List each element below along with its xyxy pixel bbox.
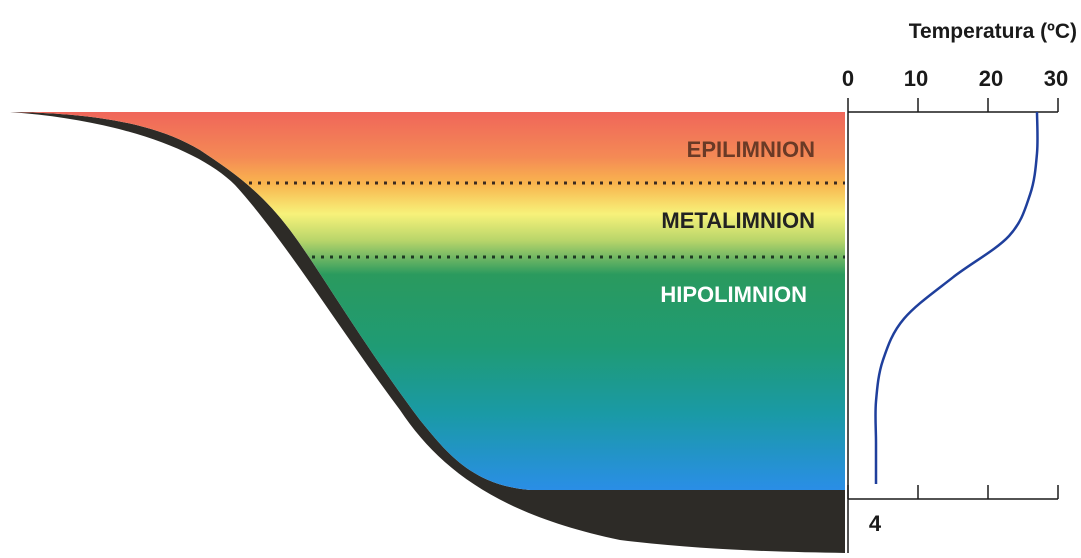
tick-label-30: 30 — [1044, 66, 1068, 91]
tick-label-20: 20 — [979, 66, 1003, 91]
tick-label-10: 10 — [904, 66, 928, 91]
temperature-axis-title: Temperatura (ºC) — [909, 20, 1077, 43]
layer-label-hipolimnion: HIPOLIMNION — [660, 282, 807, 307]
tick-label-0: 0 — [842, 66, 854, 91]
layer-label-metalimnion: METALIMNION — [661, 208, 815, 233]
layer-label-epilimnion: EPILIMNION — [687, 137, 815, 162]
bottom-temp-label: 4 — [869, 511, 882, 536]
temperature-profile-line — [875, 112, 1037, 484]
